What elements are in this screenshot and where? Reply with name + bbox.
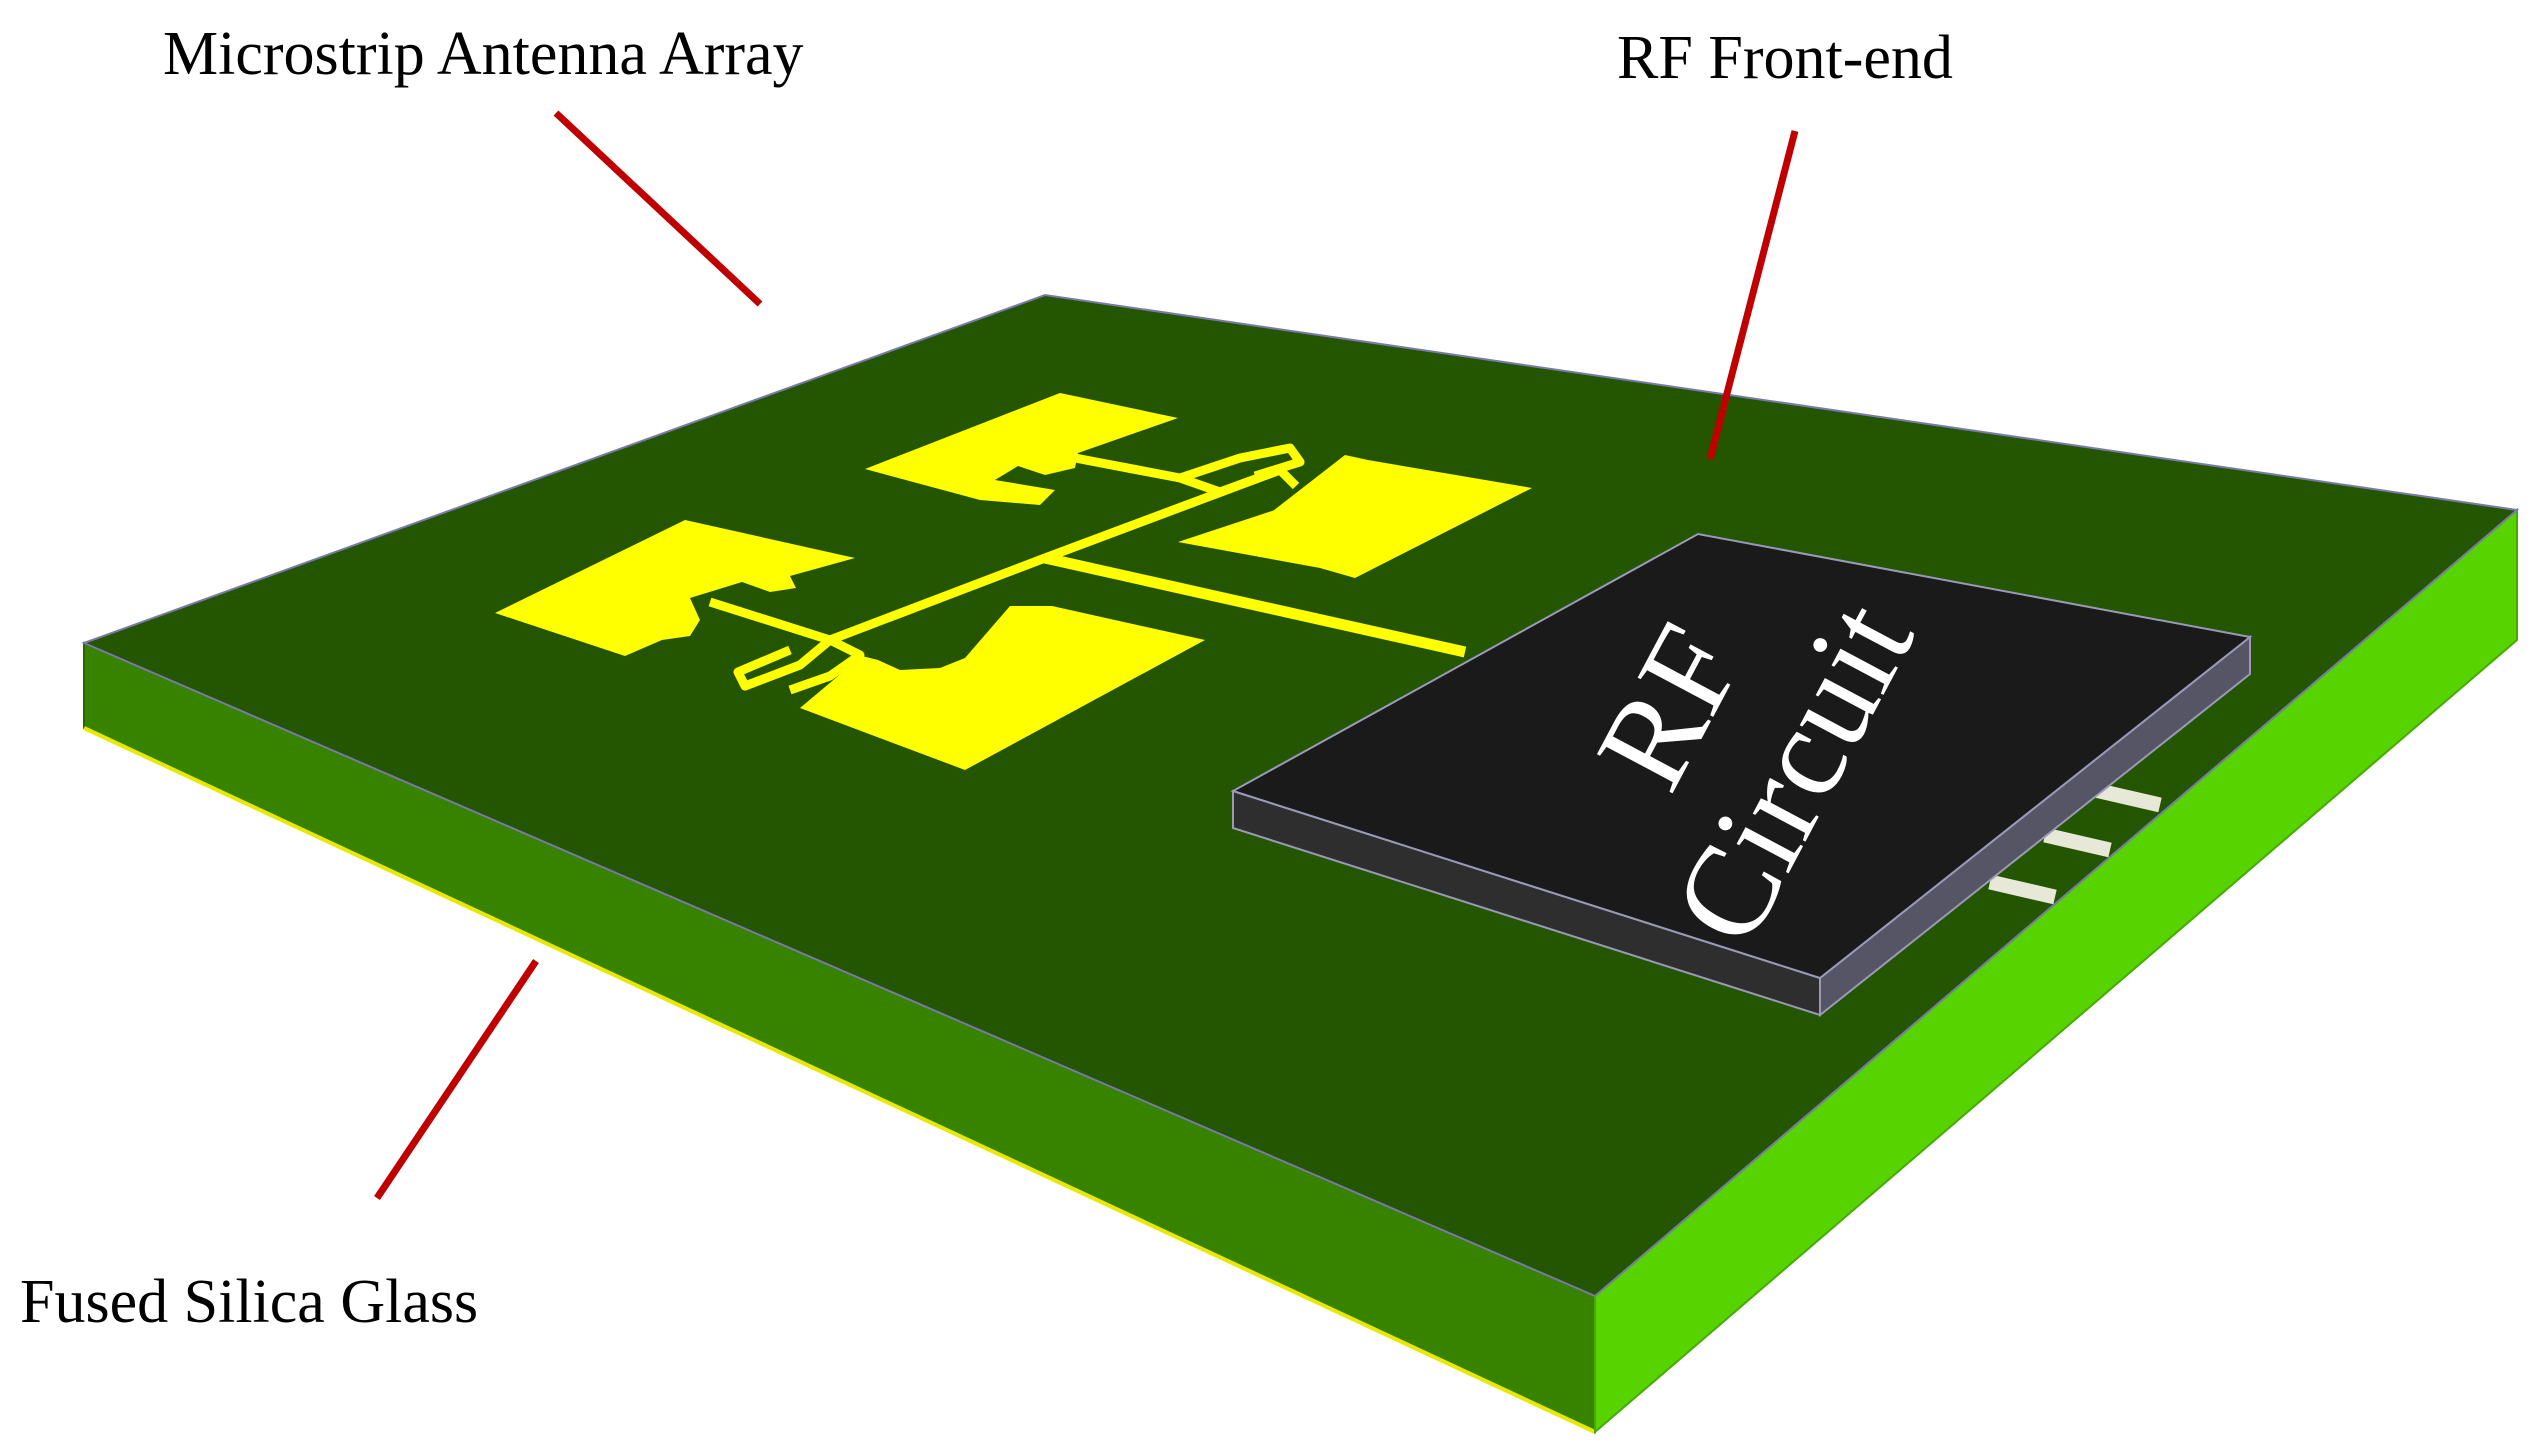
microstrip-antenna-array xyxy=(495,393,1532,770)
rf-circuit-chip: RF Circuit xyxy=(1230,532,2253,1018)
label-rf-front-end: RF Front-end xyxy=(1617,24,1953,92)
labels: Microstrip Antenna Array RF Front-end Fu… xyxy=(20,20,1953,1336)
leader-lines xyxy=(374,110,1799,1200)
chip-pin xyxy=(1988,874,2057,905)
antenna-patch xyxy=(800,606,1205,770)
substrate-bottom-edge xyxy=(83,726,1596,1434)
chip-top-face xyxy=(1230,532,2253,980)
antenna-patch xyxy=(865,393,1178,505)
label-fused-silica-glass: Fused Silica Glass xyxy=(20,1268,478,1336)
antenna-patch xyxy=(1178,455,1532,578)
chip-pins xyxy=(1988,782,2162,905)
leader-line-substrate xyxy=(374,959,539,1200)
antenna-patch xyxy=(495,520,855,656)
feed-line xyxy=(1178,465,1300,497)
feed-line-main xyxy=(1043,552,1467,658)
label-microstrip-antenna-array: Microstrip Antenna Array xyxy=(163,20,804,88)
feed-line xyxy=(788,635,865,695)
feed-network xyxy=(708,443,1467,695)
feed-line xyxy=(708,597,835,691)
chip-pin xyxy=(2043,827,2112,858)
chip-pin xyxy=(2093,782,2162,813)
feed-line xyxy=(1074,443,1305,483)
feed-line xyxy=(828,553,1047,645)
leader-line-front-end xyxy=(1706,130,1799,460)
leader-line-antenna xyxy=(553,110,763,307)
